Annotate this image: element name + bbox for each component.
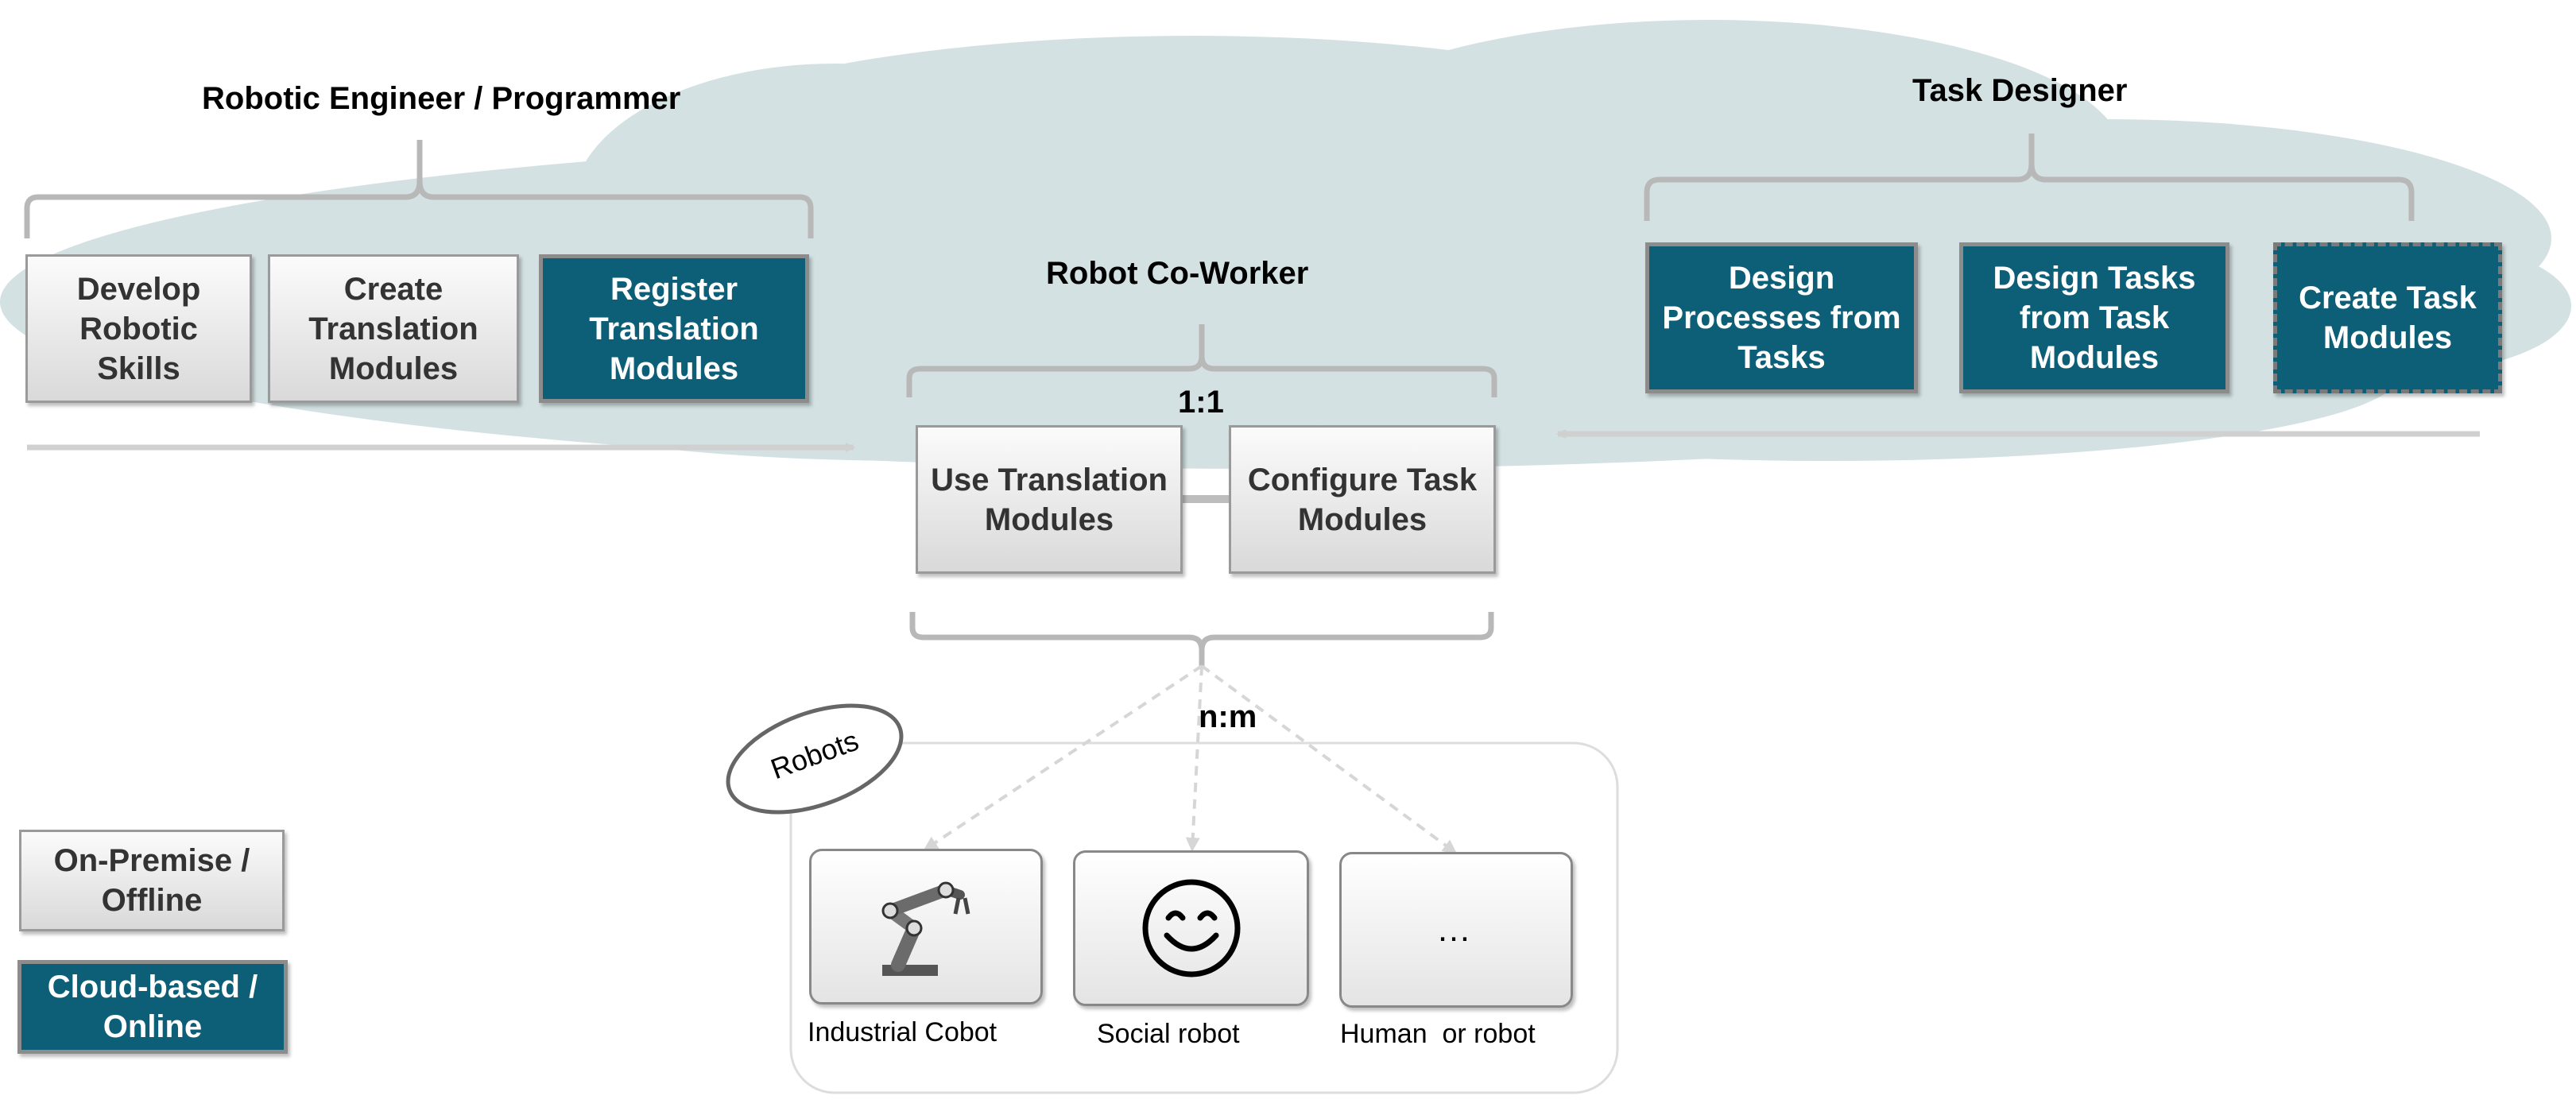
coworker-brace: [906, 324, 1497, 397]
legend-cloud: Cloud-based / Online: [17, 960, 288, 1054]
robot-label-human: Human or robot: [1340, 1019, 1536, 1049]
robots-tag: Robots: [719, 703, 910, 815]
dashed-arrow-human: [1200, 664, 1458, 854]
robot-card-social: [1073, 850, 1309, 1006]
ratio-n-to-m: n:m: [1199, 699, 1257, 734]
create-task-modules-box: Create Task Modules: [2273, 242, 2502, 393]
robot-card-industrial: [809, 849, 1043, 1005]
role-coworker-label: Robot Co-Worker: [1046, 256, 1309, 291]
register-translation-modules-box: Register Translation Modules: [539, 254, 809, 403]
legend-on-premise: On-Premise / Offline: [19, 830, 285, 931]
engineer-brace: [24, 140, 814, 238]
role-designer-label: Task Designer: [1912, 73, 2128, 108]
create-translation-modules-box: Create Translation Modules: [268, 254, 519, 403]
dashed-arrow-social: [1185, 665, 1203, 852]
robot-label-social: Social robot: [1097, 1019, 1240, 1049]
industrial-arm-icon: [881, 881, 970, 976]
robot-card-human: …: [1339, 852, 1573, 1008]
robots-brace: [909, 612, 1494, 666]
ellipsis-icon: …: [1436, 910, 1476, 949]
design-tasks-box: Design Tasks from Task Modules: [1959, 242, 2229, 393]
robots-tag-oval: [726, 703, 904, 815]
configure-task-modules-box: Configure Task Modules: [1229, 425, 1496, 574]
ratio-one-to-one: 1:1: [1178, 385, 1224, 420]
smiley-face-icon: [1142, 879, 1240, 977]
design-processes-box: Design Processes from Tasks: [1645, 242, 1918, 393]
role-engineer-label: Robotic Engineer / Programmer: [202, 81, 681, 116]
designer-brace: [1644, 134, 2415, 221]
robot-label-industrial: Industrial Cobot: [808, 1017, 997, 1047]
use-translation-modules-box: Use Translation Modules: [916, 425, 1183, 574]
dashed-arrow-industrial: [923, 664, 1203, 851]
develop-robotic-skills-box: Develop Robotic Skills: [25, 254, 252, 403]
